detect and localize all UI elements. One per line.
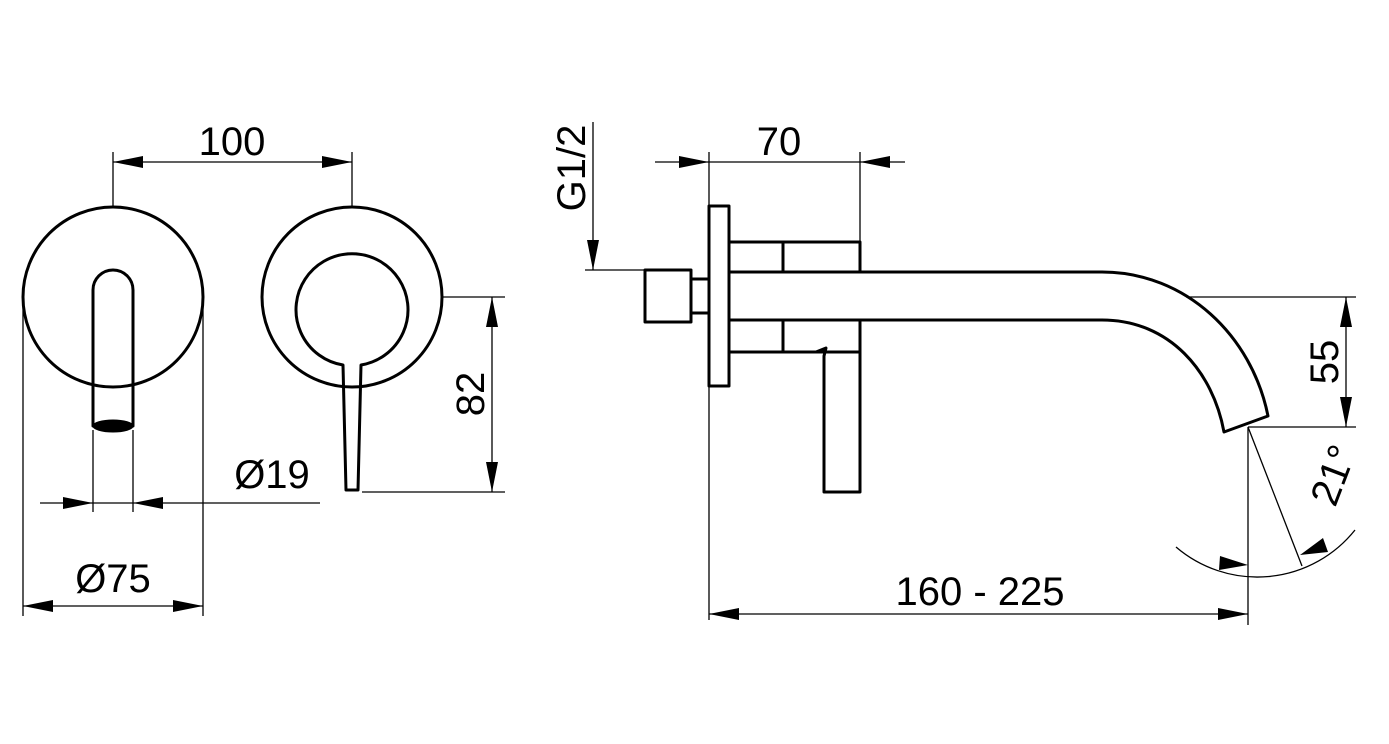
arrow-head	[1218, 608, 1248, 620]
arrow-head	[1219, 556, 1248, 570]
mixer-rosette	[260, 205, 444, 389]
g12-connector	[643, 268, 693, 324]
dimension-diameter-19: Ø19	[40, 430, 320, 512]
body-block-lower	[727, 318, 862, 354]
dimension-55: 55	[1186, 296, 1356, 428]
arrow-head	[173, 600, 203, 612]
mixer-lever	[788, 346, 862, 494]
arrow-head	[1300, 538, 1328, 555]
spout-pipe	[727, 270, 1270, 434]
spout-rosette	[21, 205, 205, 389]
arrow-head	[486, 462, 498, 492]
arrow-head	[1340, 297, 1352, 327]
dimension-82: 82	[362, 296, 505, 493]
arrow-head	[113, 156, 143, 168]
arrow-head	[486, 297, 498, 327]
arrow-head	[1340, 397, 1352, 427]
dim-70-label: 70	[757, 120, 802, 164]
arrow-head	[709, 608, 739, 620]
arrow-head	[133, 497, 163, 509]
dimension-70: 70	[655, 120, 905, 620]
wall-plate	[707, 204, 731, 388]
dim-55-label: 55	[1303, 340, 1347, 385]
dimension-160-225: 160 - 225	[709, 427, 1249, 625]
dimension-angle-21: 21°	[1175, 426, 1365, 578]
arrow-head	[23, 600, 53, 612]
side-view	[643, 204, 1270, 494]
arrow-head	[322, 156, 352, 168]
front-view-mixer	[260, 205, 444, 492]
spout-aerator	[92, 419, 134, 433]
dimension-100: 100	[112, 120, 353, 207]
dim-82-label: 82	[449, 372, 493, 417]
arrow-head	[587, 240, 599, 270]
front-view-spout	[21, 205, 205, 433]
spout-outlet	[91, 268, 135, 428]
dim-19-label: Ø19	[234, 453, 310, 497]
dim-75-label: Ø75	[75, 557, 151, 601]
dim-g12-label: G1/2	[550, 125, 594, 212]
arrow-head	[860, 156, 890, 168]
arrow-head	[63, 497, 93, 509]
dim-160-225-label: 160 - 225	[895, 570, 1064, 614]
arrow-head	[679, 156, 709, 168]
mixer-handle	[294, 252, 410, 492]
g12-connector-neck	[689, 277, 711, 315]
dimension-g12: G1/2	[550, 122, 652, 271]
dim-angle-label: 21°	[1302, 439, 1365, 511]
dimension-diameter-75: Ø75	[22, 300, 204, 616]
body-block-upper	[727, 240, 862, 274]
dim-100-label: 100	[199, 120, 266, 164]
